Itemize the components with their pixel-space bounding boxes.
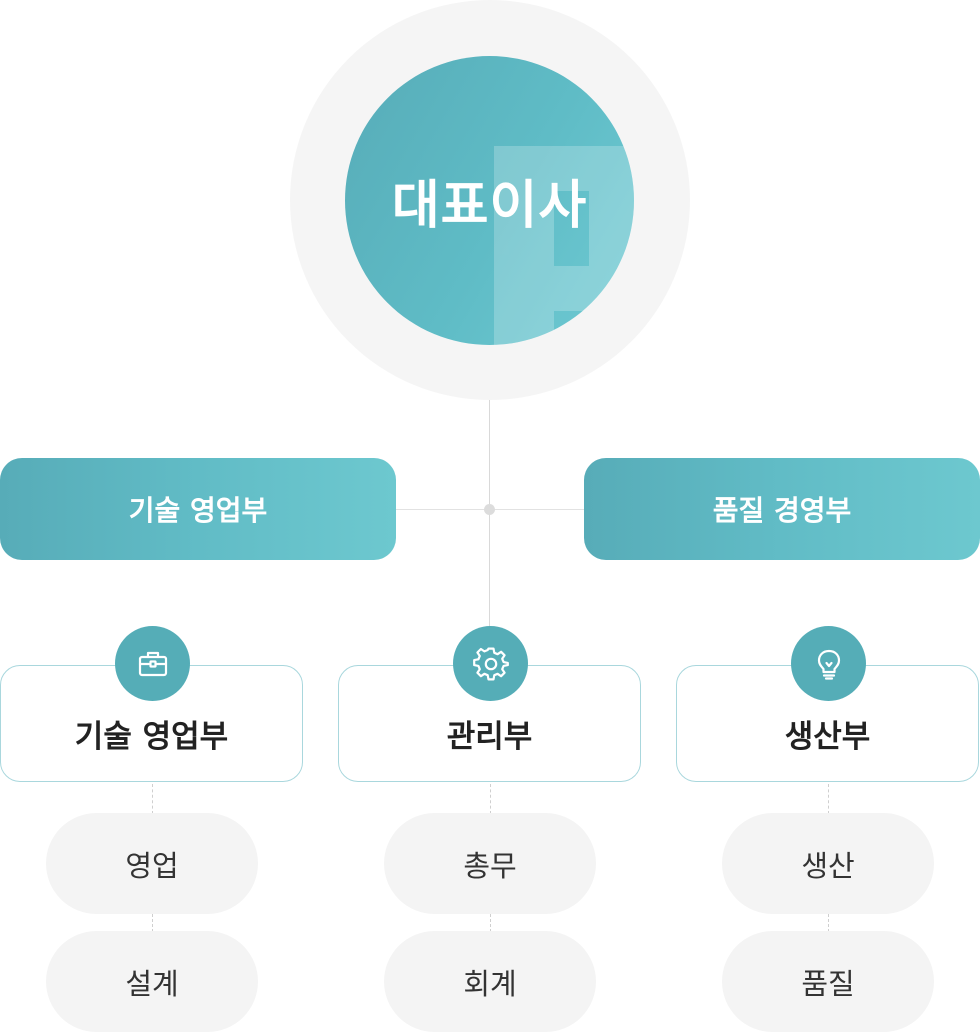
ceo-node: 대표이사 — [345, 56, 634, 345]
division-label: 품질 경영부 — [712, 494, 852, 527]
connector-dept3-sub1 — [828, 784, 829, 814]
sub-department-sales: 영업 — [46, 813, 258, 914]
logo-watermark-icon — [494, 146, 634, 345]
division-technical-sales: 기술 영업부 — [0, 458, 396, 560]
department-label: 생산부 — [784, 719, 871, 755]
ceo-label: 대표이사 — [391, 176, 588, 236]
division-quality-management: 품질 경영부 — [584, 458, 980, 560]
connector-junction-dot — [484, 504, 495, 515]
briefcase-icon — [115, 626, 190, 701]
connector-dept2-sub1 — [490, 784, 491, 814]
sub-department-label: 회계 — [463, 966, 517, 1001]
division-label: 기술 영업부 — [128, 494, 268, 527]
sub-department-general-affairs: 총무 — [384, 813, 596, 914]
connector-dept2-sub2 — [490, 914, 491, 932]
sub-department-accounting: 회계 — [384, 931, 596, 1032]
sub-department-label: 총무 — [463, 848, 517, 883]
department-label: 관리부 — [446, 719, 533, 755]
connector-ceo-to-departments — [489, 345, 490, 630]
sub-department-design: 설계 — [46, 931, 258, 1032]
sub-department-production: 생산 — [722, 813, 934, 914]
connector-dept3-sub2 — [828, 914, 829, 932]
gear-icon — [453, 626, 528, 701]
sub-department-label: 영업 — [125, 848, 179, 883]
sub-department-quality: 품질 — [722, 931, 934, 1032]
sub-department-label: 품질 — [801, 966, 855, 1001]
lightbulb-icon — [791, 626, 866, 701]
connector-dept1-sub1 — [152, 784, 153, 814]
sub-department-label: 생산 — [801, 848, 855, 883]
connector-dept1-sub2 — [152, 914, 153, 932]
sub-department-label: 설계 — [125, 966, 179, 1001]
department-label: 기술 영업부 — [74, 719, 229, 755]
